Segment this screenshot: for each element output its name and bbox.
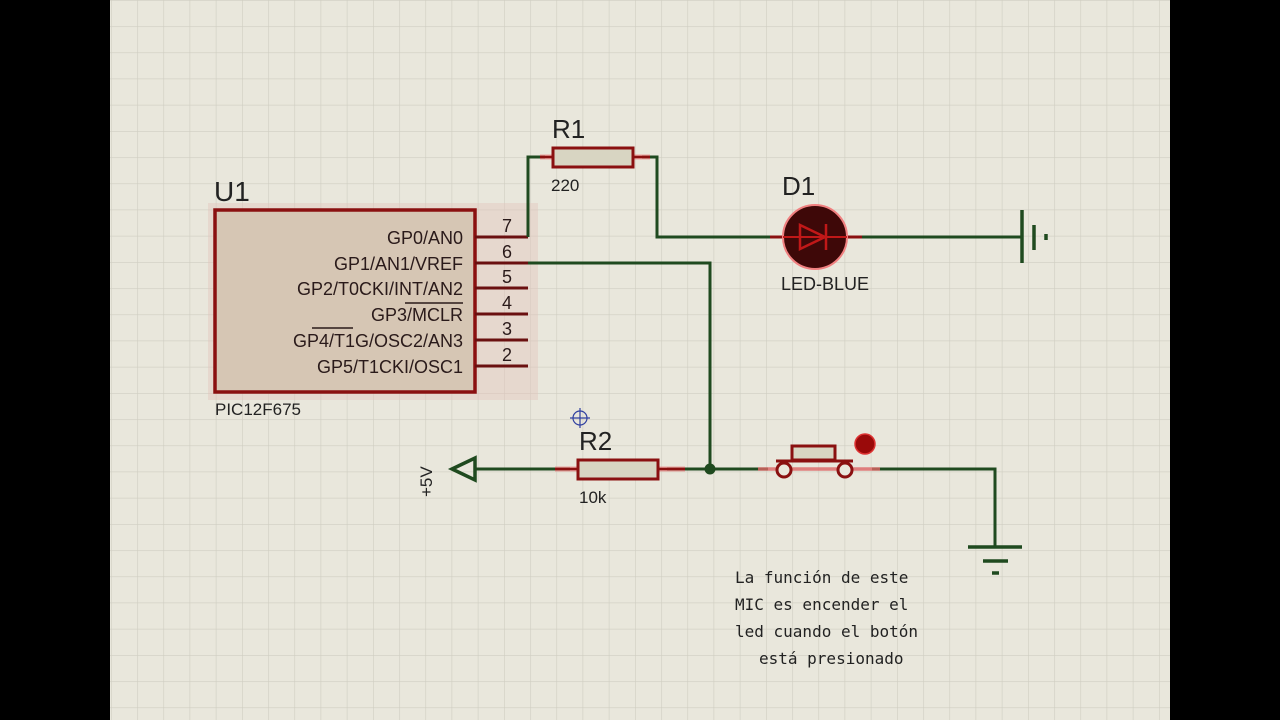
u1-ref: U1 [214,176,250,207]
wire-gp1-junction [528,261,712,469]
pin-number: 2 [502,345,512,365]
pin-number: 7 [502,216,512,236]
ground-icon [968,545,1022,575]
note-line: led cuando el botón [735,622,918,641]
pin-number: 3 [502,319,512,339]
note-text: La función de este MIC es encender el le… [735,568,918,668]
arrow-left-icon [447,455,477,483]
r2-value: 10k [579,488,607,507]
crosshair-cursor-icon [570,408,590,428]
button-plunger [790,444,837,462]
note-line: La función de este [735,568,908,587]
r1-resistor[interactable]: R1 220 [540,114,650,195]
pin-number: 5 [502,267,512,287]
pin-label: GP0/AN0 [387,228,463,248]
power-label: +5V [417,466,436,497]
r1-ref: R1 [552,114,585,144]
pin-label: GP5/T1CKI/OSC1 [317,357,463,377]
button-contact [836,461,854,479]
wire-button-ground [872,467,997,547]
note-line: está presionado [759,649,904,668]
pin-label: GP4/T1G/OSC2/AN3 [293,331,463,351]
pin-number: 4 [502,293,512,313]
r2-resistor[interactable]: R2 10k [555,426,685,507]
button-actuator-icon[interactable] [854,433,876,455]
ground-icon [1020,210,1048,263]
u1-body [213,208,477,394]
button-contact [775,461,793,479]
pin-label: GP2/T0CKI/INT/AN2 [297,279,463,299]
note-line: MIC es encender el [735,595,908,614]
d1-led[interactable]: D1 LED-BLUE [770,171,869,294]
push-button[interactable] [758,433,880,479]
junction-dot [704,463,716,475]
r1-body [551,146,635,169]
wire-gp0-r1 [526,155,545,237]
u1-pin-leads [475,235,528,368]
r1-value: 220 [551,176,579,195]
r2-body [576,458,660,481]
pin-label: GP1/AN1/VREF [334,254,463,274]
d1-value: LED-BLUE [781,274,869,294]
d1-ref: D1 [782,171,815,201]
u1-chip[interactable]: U1 PIC12F675 GP0/AN0 GP1/AN1/VREF GP2/T0… [208,176,538,419]
u1-part: PIC12F675 [215,400,301,419]
pin-label: GP3/MCLR [371,305,463,325]
r2-ref: R2 [579,426,612,456]
pin-number: 6 [502,242,512,262]
power-terminal-5v[interactable]: +5V [417,455,477,497]
